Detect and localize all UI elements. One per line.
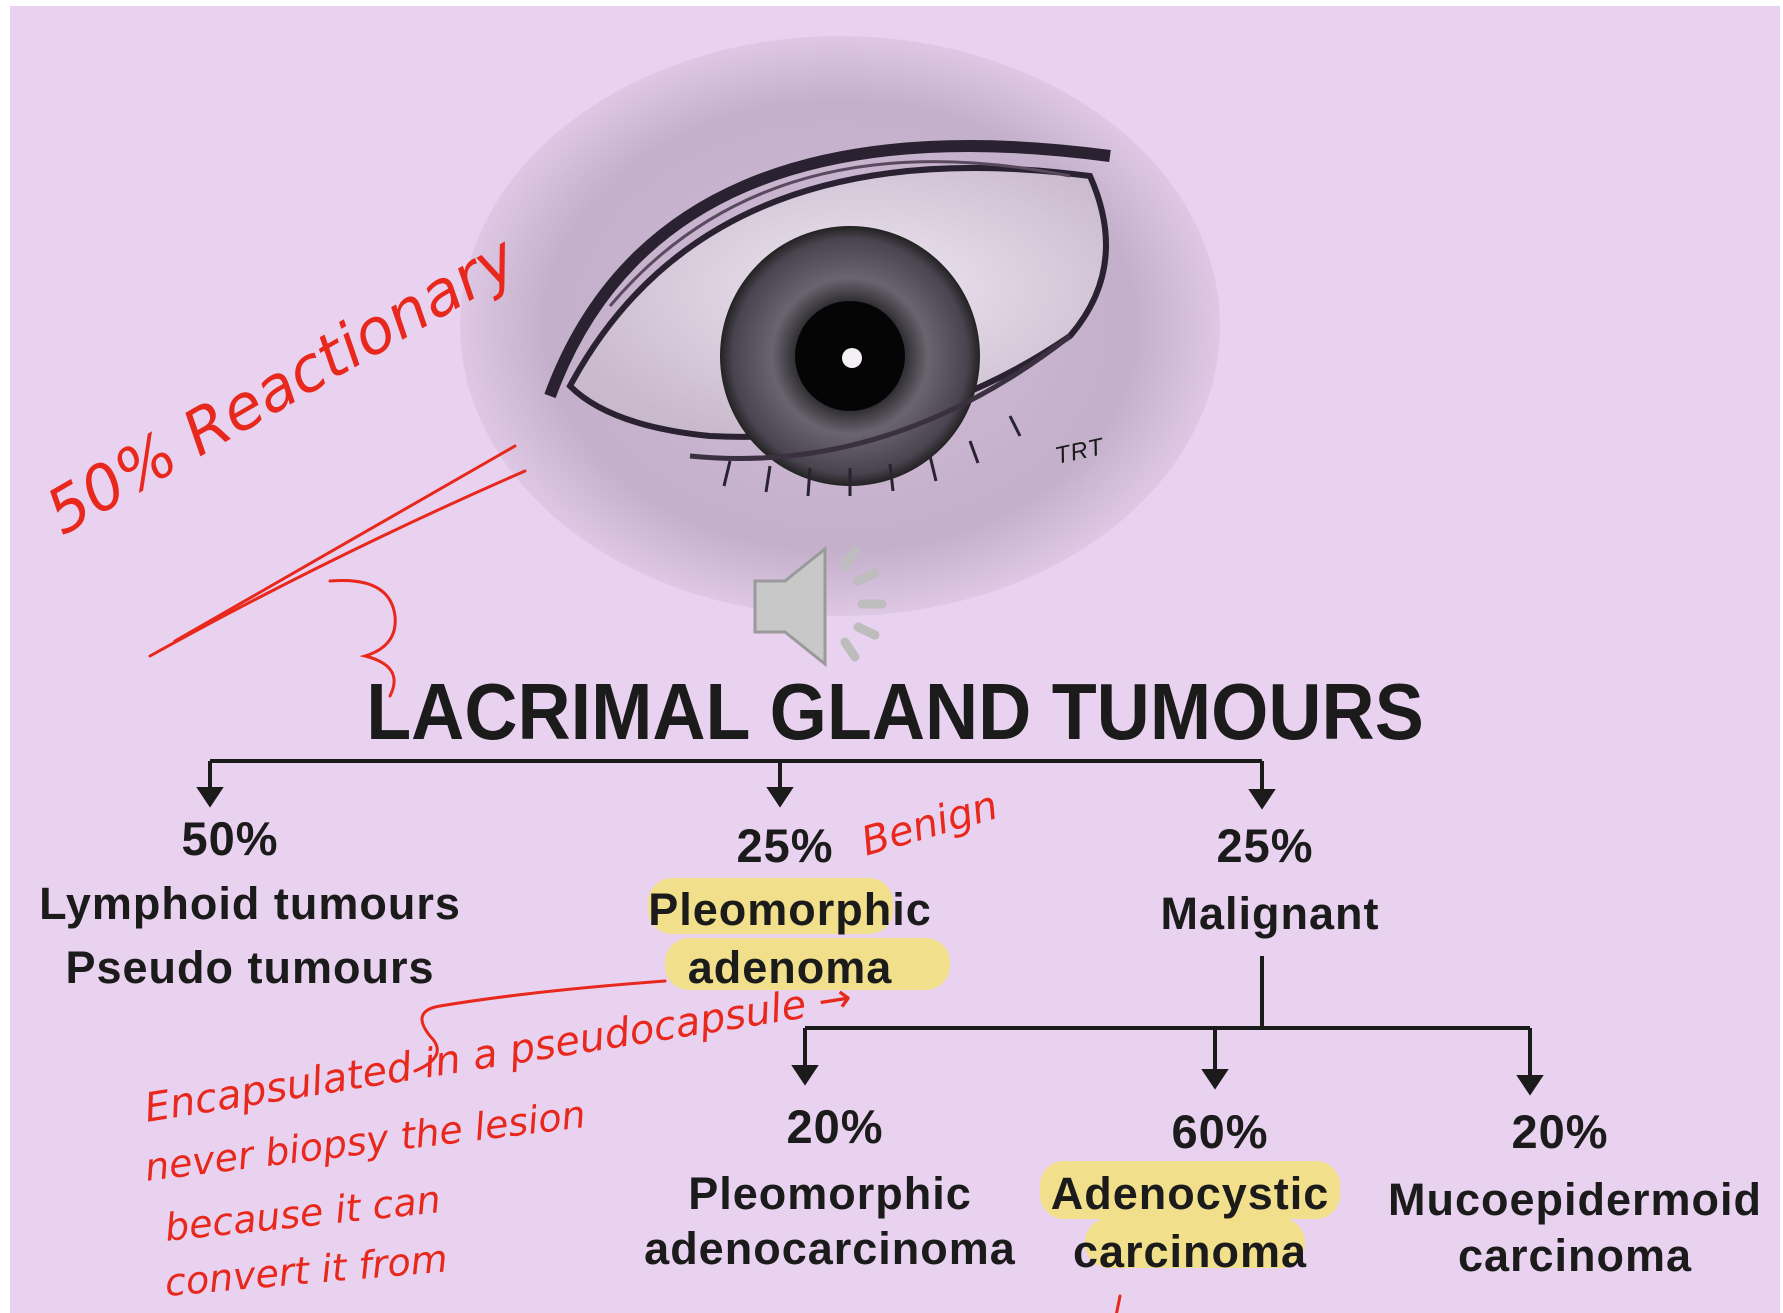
slide: TRT LACRIMAL GLAND TUMOURS [10, 6, 1780, 1313]
annotation-strokes [10, 6, 1780, 1313]
